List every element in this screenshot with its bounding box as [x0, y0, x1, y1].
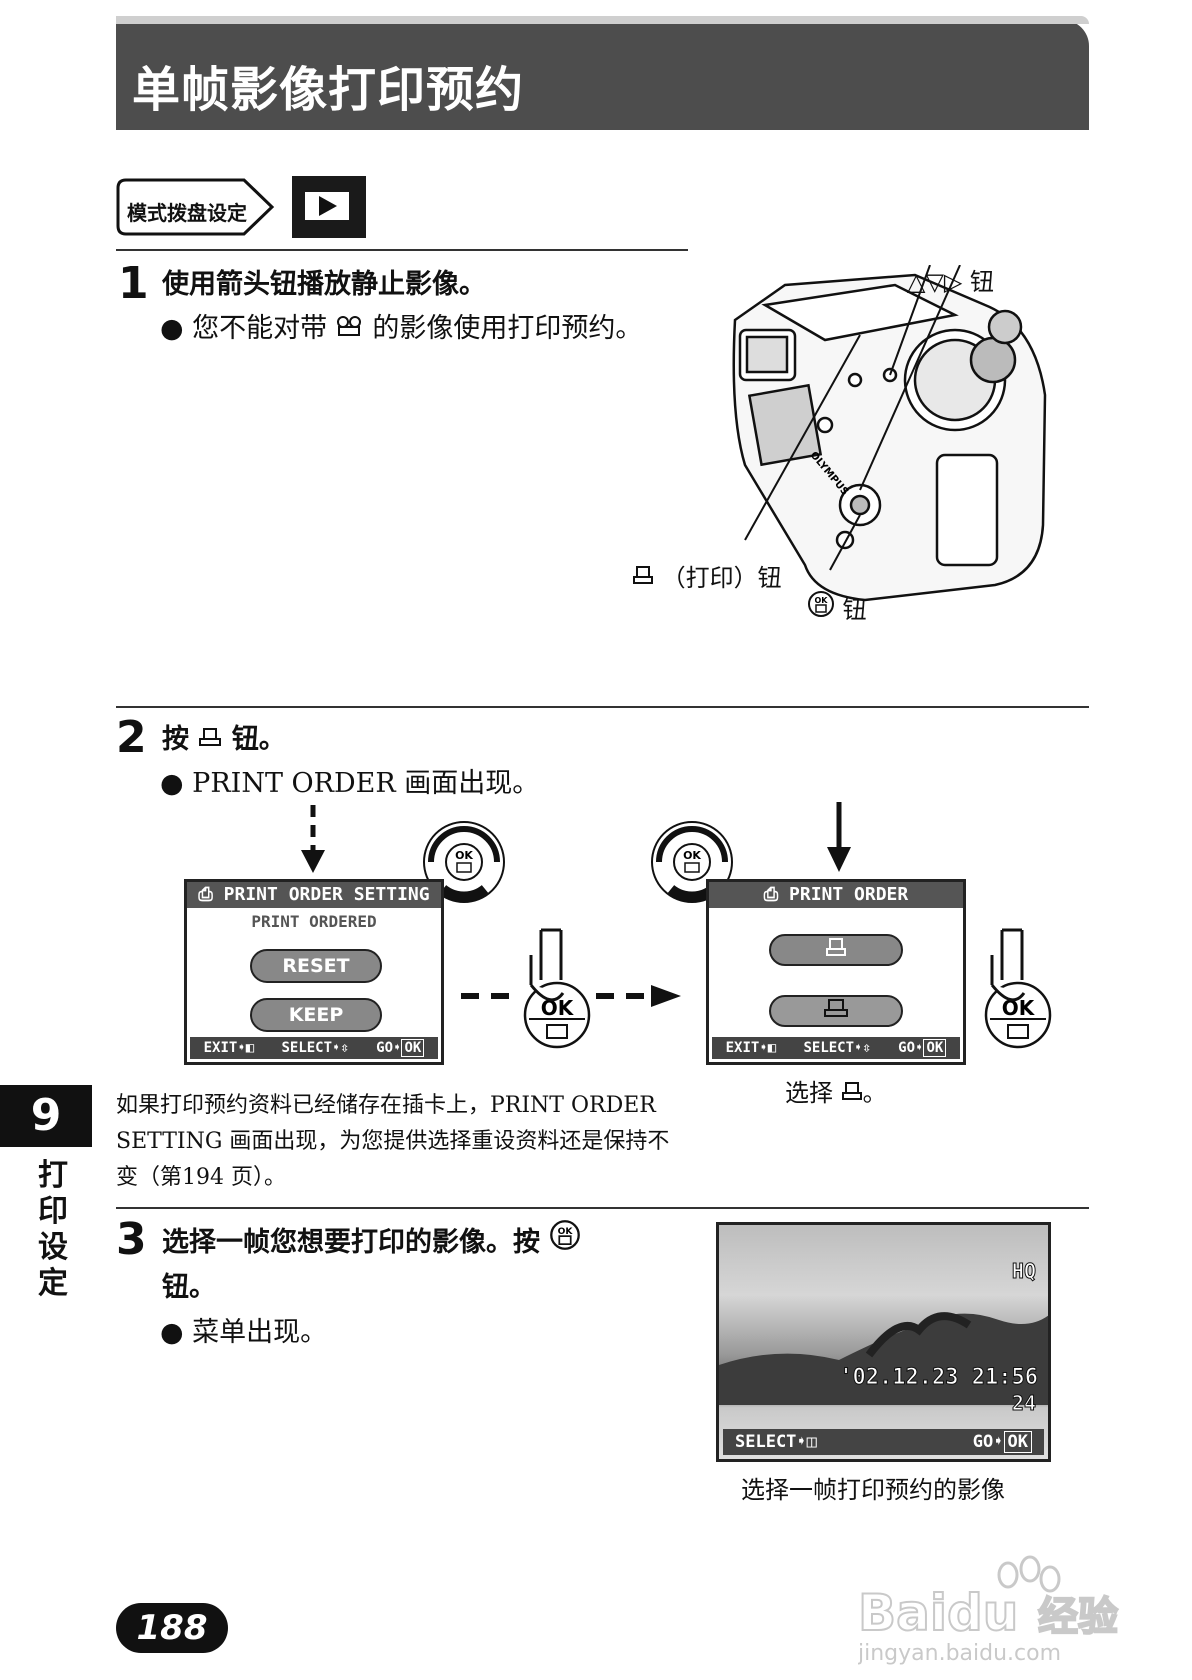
callout-print: （打印）钮	[632, 558, 782, 593]
title-band	[116, 16, 1089, 130]
step-2-heading: 按 钮。	[162, 717, 286, 756]
chapter-number: 9	[0, 1085, 92, 1147]
step-3-bullet: ● 菜单出现。	[160, 1317, 328, 1348]
single-print-option[interactable]	[769, 934, 903, 966]
print-icon	[632, 564, 662, 592]
lcd-title: PRINT ORDER	[789, 884, 909, 905]
mode-dial-label: 模式拨盘设定	[127, 201, 247, 225]
step-1-bullet-text: 您不能对带	[192, 313, 328, 344]
step-1-number: 1	[118, 258, 149, 309]
print-order-screen: ⎙ PRINT ORDER EXIT➧◧ SELECT➧⇳ GO➧OK	[706, 879, 966, 1065]
foot-select: SELECT➧⇳	[281, 1040, 349, 1056]
beach-photo	[719, 1312, 1048, 1405]
movie-icon	[336, 313, 364, 344]
frame-number: 24	[1011, 1391, 1036, 1416]
print-icon	[841, 1079, 863, 1107]
foot-select: SELECT➧◫	[735, 1432, 817, 1452]
ok-button-icon: OK	[549, 1220, 581, 1258]
foot-exit: EXIT➧◧	[203, 1040, 255, 1056]
baidu-paw-icon: Baidu 经验 jingyan.baidu.com	[857, 1555, 1119, 1666]
step-3-number: 3	[116, 1214, 147, 1265]
ok-button-icon: OK	[807, 591, 843, 624]
step-2-heading-a: 按	[162, 724, 189, 755]
playback-screen: HQ '02.12.23 21:56 24 SELECT➧◫ GO➧OK	[716, 1222, 1051, 1462]
foot-go: GO➧OK	[898, 1037, 947, 1059]
play-icon	[302, 189, 352, 223]
foot-go: GO➧OK	[376, 1037, 425, 1059]
arrow-right-dashed	[461, 985, 681, 1007]
print-icon	[198, 724, 222, 755]
caption-a: 选择	[785, 1079, 833, 1107]
keep-button[interactable]: KEEP	[250, 998, 382, 1032]
foot-go: GO➧OK	[973, 1429, 1032, 1455]
print-order-note: 如果打印预约资料已经储存在插卡上，PRINT ORDER SETTING 画面出…	[116, 1093, 670, 1190]
step-3-bullet-text: 菜单出现。	[192, 1317, 328, 1348]
arrow-down-dashed	[301, 805, 325, 873]
step-2-bullet: ● PRINT ORDER 画面出现。	[160, 768, 540, 799]
lcd-header: ⎙ PRINT ORDER SETTING	[187, 882, 441, 908]
right-screen-caption: 选择 。	[785, 1073, 887, 1108]
baidu-watermark: Baidu 经验 jingyan.baidu.com	[857, 1555, 1168, 1666]
step-3-heading-a: 选择一帧您想要打印的影像。按	[162, 1227, 540, 1258]
lcd-footer: EXIT➧◧ SELECT➧⇳ GO➧OK	[190, 1037, 438, 1059]
photo-datetime: '02.12.23 21:56	[839, 1365, 1039, 1391]
dpad-left-icon: OK	[423, 821, 505, 903]
callout-print-label: （打印）钮	[661, 564, 782, 592]
camera-illustration: OLYMPUS	[732, 265, 1047, 602]
mode-dial-tag	[116, 178, 275, 236]
reset-button[interactable]: RESET	[250, 949, 382, 983]
foot-select: SELECT➧⇳	[803, 1040, 871, 1056]
press-ok-hand-icon: OK	[523, 928, 591, 1049]
svg-text:OK: OK	[455, 849, 473, 862]
watermark-brand: Baidu	[858, 1584, 1018, 1642]
chapter-label: 打印设定	[38, 1158, 68, 1301]
print-icon	[826, 938, 846, 956]
callout-ok: OK 钮	[807, 590, 867, 625]
section-rule	[116, 249, 688, 251]
section-rule-2	[116, 706, 1089, 708]
lcd-footer: EXIT➧◧ SELECT➧⇳ GO➧OK	[712, 1037, 960, 1059]
step-2-bullet-text: PRINT ORDER 画面出现。	[192, 768, 540, 799]
photo-footer: SELECT➧◫ GO➧OK	[723, 1429, 1044, 1455]
page-title: 单帧影像打印预约	[132, 62, 525, 118]
foot-exit: EXIT➧◧	[725, 1040, 777, 1056]
step-2-number: 2	[116, 712, 147, 763]
step-1-bullet: ● 您不能对带 的影像使用打印预约。	[160, 313, 643, 344]
photo-caption: 选择一帧打印预约的影像	[741, 1476, 1005, 1504]
step-1-heading: 使用箭头钮播放静止影像。	[162, 269, 486, 300]
caption-b: 。	[862, 1079, 887, 1107]
callout-arrows: △▽▷ 钮	[907, 268, 994, 296]
quality-badge: HQ	[1011, 1259, 1036, 1284]
arrow-down	[827, 802, 851, 872]
lcd-title: PRINT ORDER SETTING	[223, 884, 430, 905]
step-3-heading: 选择一帧您想要打印的影像。按 OK 钮。	[162, 1219, 682, 1310]
lcd-header: ⎙ PRINT ORDER	[709, 882, 963, 908]
section-rule-3	[116, 1207, 1089, 1209]
all-print-option[interactable]	[769, 995, 903, 1027]
press-ok-hand-icon: OK	[984, 928, 1052, 1049]
print-all-icon	[824, 999, 848, 1017]
lcd-subtitle: PRINT ORDERED	[251, 912, 377, 931]
step-1-bullet-text-2: 的影像使用打印预约。	[372, 313, 643, 344]
svg-text:OK: OK	[683, 849, 701, 862]
step-2-heading-b: 钮。	[231, 724, 286, 755]
callout-ok-label: 钮	[842, 596, 867, 624]
watermark-cn: 经验	[1038, 1594, 1118, 1640]
step-3-heading-b: 钮。	[162, 1272, 216, 1303]
page-number: 188	[116, 1603, 228, 1653]
watermark-url: jingyan.baidu.com	[858, 1641, 1061, 1665]
svg-text:OK: OK	[815, 596, 829, 605]
print-order-setting-screen: ⎙ PRINT ORDER SETTING PRINT ORDERED RESE…	[184, 879, 444, 1065]
svg-text:OK: OK	[558, 1227, 574, 1237]
